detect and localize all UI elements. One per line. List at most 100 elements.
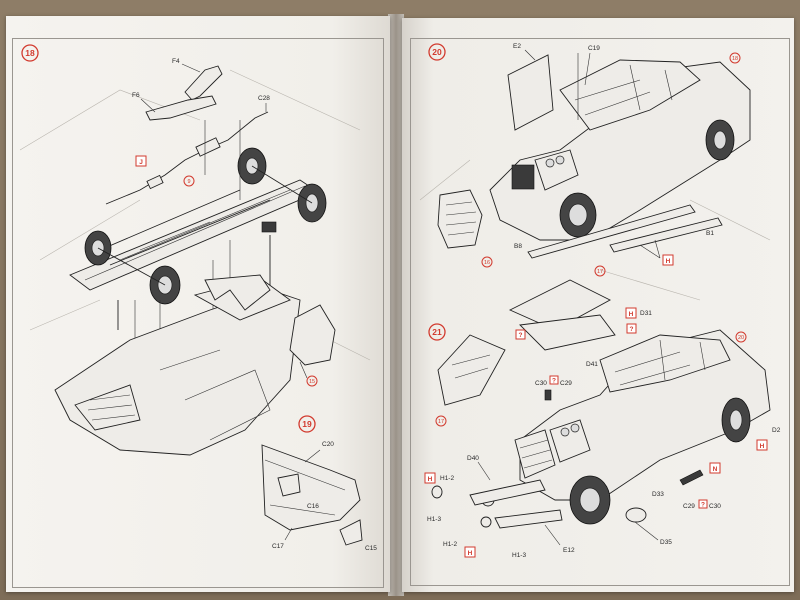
grille-16 <box>437 189 483 249</box>
label-20: 20 <box>738 335 744 341</box>
differential <box>261 221 277 233</box>
label-9: 9 <box>187 179 190 185</box>
exhaust-pipe-section <box>146 174 164 190</box>
label-h1-2-a: H1-2 <box>440 475 454 482</box>
marker-h-right <box>756 439 768 451</box>
label-17-top: 17 <box>597 269 603 275</box>
ref-17-top-circle <box>594 265 606 277</box>
step-19-number: 19 <box>302 419 312 429</box>
label-c17: C17 <box>272 543 284 550</box>
step-19: 19 C20 C16 C17 C15 <box>261 415 377 552</box>
label-c30-a: C30 <box>535 380 547 387</box>
label-c20: C20 <box>322 441 334 448</box>
headlight-left <box>431 485 443 499</box>
marker-j <box>135 155 147 167</box>
marker-q1 <box>515 329 526 340</box>
label-c30-b: C30 <box>709 503 721 510</box>
bumper-lower <box>494 509 563 529</box>
label-q4: ? <box>701 502 705 509</box>
part-c20-panel <box>261 444 361 531</box>
label-h-top: H <box>629 311 634 318</box>
part-c30-piece <box>544 389 552 401</box>
label-17-left: 17 <box>438 419 444 425</box>
part-c15 <box>339 519 363 546</box>
part-n-piece <box>679 469 704 486</box>
label-d31: D31 <box>640 310 652 317</box>
car-body-step-21 <box>519 329 771 501</box>
label-d41: D41 <box>586 361 598 368</box>
door-e2 <box>507 54 554 131</box>
horn-piece <box>480 516 492 528</box>
label-j: J <box>139 159 143 166</box>
running-board-b8 <box>527 204 696 259</box>
marker-q2 <box>626 323 637 334</box>
label-q1: ? <box>519 332 523 339</box>
booklet-spine <box>388 14 404 596</box>
part-c16 <box>277 473 301 497</box>
ref-18-circle <box>729 52 741 64</box>
marker-h-top <box>625 307 637 319</box>
label-b8: B8 <box>514 243 522 250</box>
label-h-box-1: H <box>428 476 433 483</box>
part-c28-exhaust <box>105 111 269 205</box>
label-q3: ? <box>552 378 556 385</box>
label-h1-3-a: H1-3 <box>427 516 441 523</box>
part-f4 <box>184 65 223 101</box>
part-15 <box>289 304 336 366</box>
label-b1: B1 <box>706 230 714 237</box>
label-d35: D35 <box>660 539 672 546</box>
label-16: 16 <box>484 260 490 266</box>
label-d40: D40 <box>467 455 479 462</box>
engine-21 <box>549 419 591 463</box>
label-f6: F6 <box>132 92 140 99</box>
label-15: 15 <box>309 379 315 385</box>
bumper-e12 <box>469 479 546 506</box>
label-e2: E2 <box>513 43 521 50</box>
step-20-circle <box>428 43 446 61</box>
label-e12: E12 <box>563 547 575 554</box>
step-21-circle <box>428 323 446 341</box>
ref-16-circle <box>481 256 493 268</box>
running-board-b1 <box>609 217 723 253</box>
marker-h-step-20 <box>662 254 674 266</box>
radiator <box>511 164 535 190</box>
part-d33 <box>625 507 647 523</box>
label-c29-b: C29 <box>683 503 695 510</box>
step-18-background-lines <box>19 69 371 361</box>
label-h-right: H <box>760 443 765 450</box>
step-18: 18 F4 F6 C28 J 9 <box>19 44 371 456</box>
label-c29-a: C29 <box>560 380 572 387</box>
ref-20-circle <box>735 331 747 343</box>
muffler <box>195 137 221 157</box>
label-d33: D33 <box>652 491 664 498</box>
label-f4: F4 <box>172 58 180 65</box>
marker-q3 <box>549 375 559 385</box>
hood-side-17 <box>437 334 506 406</box>
label-h-step-20: H <box>666 258 671 265</box>
step-20: 20 E2 C19 16 18 B8 B1 H <box>419 43 771 301</box>
label-c19: C19 <box>588 45 600 52</box>
hood-panel-lower <box>519 314 616 351</box>
label-c16: C16 <box>307 503 319 510</box>
interior-seats <box>559 59 701 131</box>
marker-h-box-1 <box>424 472 436 484</box>
marker-n <box>709 462 721 474</box>
step-20-number: 20 <box>432 47 442 57</box>
interior-seats-21 <box>599 334 731 393</box>
ref-17-left-circle <box>435 415 447 427</box>
label-n: N <box>713 466 718 473</box>
part-f6 <box>145 95 217 121</box>
lower-body-shell <box>54 289 301 456</box>
label-c28: C28 <box>258 95 270 102</box>
label-d2: D2 <box>772 427 781 434</box>
label-q2: ? <box>630 326 634 333</box>
ref-15-circle <box>306 375 318 387</box>
label-h1-2-b: H1-2 <box>443 541 457 548</box>
label-c15: C15 <box>365 545 377 552</box>
step-19-circle <box>298 415 316 433</box>
label-18: 18 <box>732 56 738 62</box>
label-h1-3-b: H1-3 <box>512 552 526 559</box>
car-body-step-20 <box>489 61 751 241</box>
step-18-circle <box>21 44 39 62</box>
